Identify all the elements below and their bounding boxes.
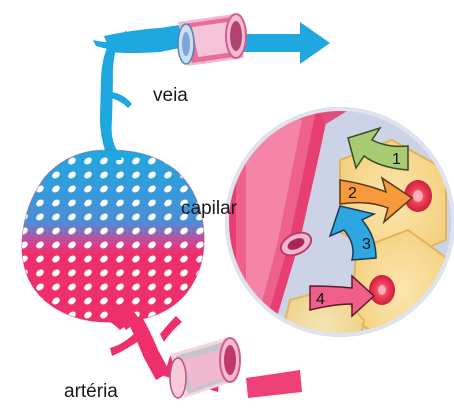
vein-label: veia	[153, 85, 188, 107]
capillary-label: capilar	[181, 198, 237, 220]
arrow-2-number: 2	[348, 185, 357, 202]
artery-cross-section	[170, 338, 240, 398]
artery-label: artéria	[64, 381, 118, 403]
arrow-1-number: 1	[392, 151, 401, 168]
capillary-bed	[22, 150, 204, 330]
arrow-4-number: 4	[316, 291, 325, 308]
arrow-3-number: 3	[362, 236, 371, 253]
vein-cross-section	[178, 14, 246, 66]
